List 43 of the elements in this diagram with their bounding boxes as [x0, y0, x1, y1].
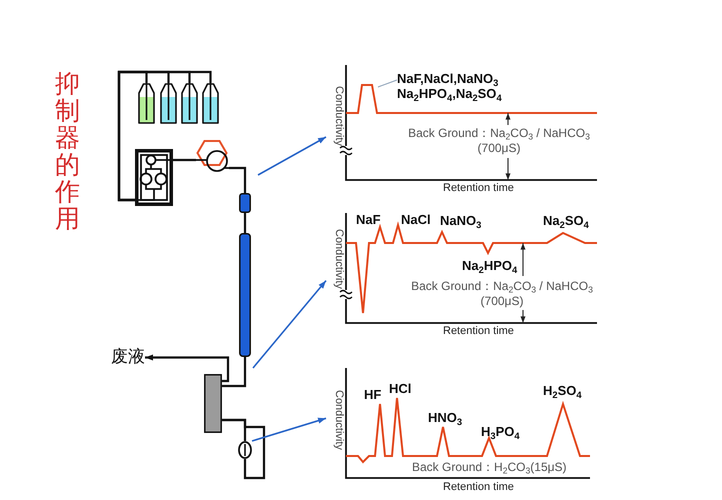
peak-label: NaF [356, 212, 381, 227]
outlet-arrow [145, 354, 230, 382]
peak-label: HF [364, 387, 382, 402]
peak-label: HCl [389, 381, 412, 396]
axis-title: Conductivity [333, 86, 345, 146]
peak-label: H$_{3}$PO$_{4}$ [481, 424, 520, 439]
baseline-annotation: Back Ground：Na$_{2}$CO$_{3}$ / NaHCO$_{3}$ (700μS) [410, 279, 594, 309]
pointer-arrow [252, 418, 326, 442]
tube [173, 158, 196, 162]
pointer-arrow [258, 136, 326, 176]
separation-column [239, 233, 251, 357]
suppressor [204, 374, 222, 433]
axis-title: Conductivity [333, 229, 345, 289]
leader-line [378, 80, 398, 88]
axis-title: Retention time [443, 325, 514, 337]
eluent-bottle [202, 83, 219, 124]
callout-label: NaF,NaCl,NaNO$_{3}$ Na$_{2}$HPO$_{4}$,Na$_{2}$SO$_{4}$ [397, 71, 502, 101]
tube [229, 166, 246, 193]
eluent-bottle [181, 83, 198, 124]
peak-label: Na$_{2}$HPO$_{4}$ [462, 258, 518, 273]
eluent-bottle [160, 83, 177, 124]
pump [135, 149, 173, 206]
title: 抑制器的作用 [55, 70, 81, 232]
detector-cell [238, 441, 252, 459]
baseline-annotation: Back Ground：H$_{2}$CO$_{3}$(15μS) [412, 460, 567, 475]
outlet-label: 废液 [111, 348, 145, 367]
tube [244, 213, 246, 233]
peak-label: HNO$_{3}$ [428, 410, 462, 425]
guard-column [239, 193, 251, 213]
peak-label: NaNO$_{3}$ [440, 213, 482, 228]
peak-label: Na$_{2}$SO$_{4}$ [543, 213, 589, 228]
eluent-bottle [138, 83, 155, 124]
axis-title: Conductivity [333, 390, 345, 450]
pointer-arrow [252, 280, 327, 369]
tube [118, 70, 212, 202]
peak-label: H$_{2}$SO$_{4}$ [543, 383, 582, 398]
baseline-annotation: Back Ground：Na$_{2}$CO$_{3}$ / NaHCO$_{3}$ (700μS) [407, 126, 591, 156]
axis-title: Retention time [443, 481, 514, 493]
axis-title: Retention time [443, 182, 514, 194]
injection-valve [196, 139, 229, 174]
tube [222, 357, 246, 388]
peak-label: NaCl [401, 212, 431, 227]
tube [222, 418, 266, 480]
